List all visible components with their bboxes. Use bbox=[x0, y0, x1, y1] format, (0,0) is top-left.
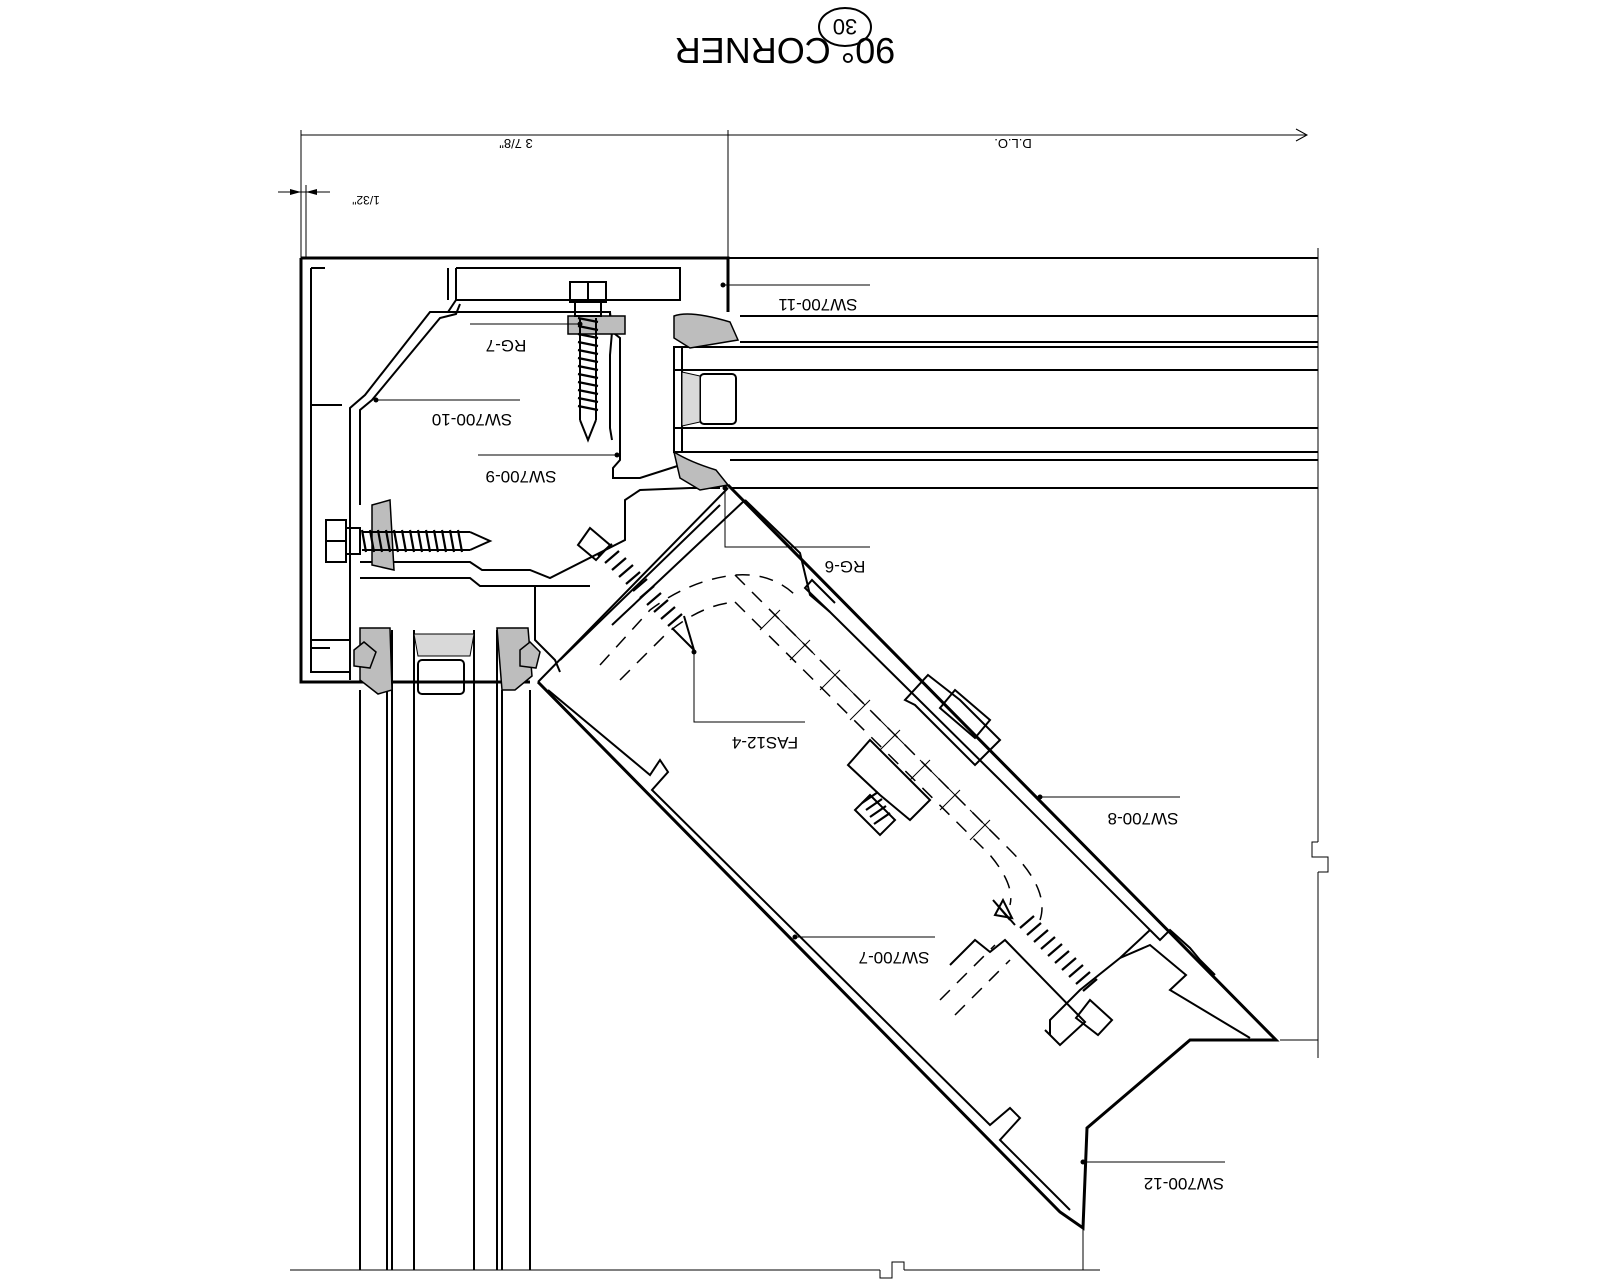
screw-horizontal-left bbox=[325, 519, 493, 563]
detail-number-bubble bbox=[818, 7, 872, 47]
gaskets bbox=[353, 313, 740, 695]
bolt-center bbox=[853, 688, 992, 837]
detail-title: 90° CORNER 30 bbox=[675, 7, 895, 71]
steel-reinforcement bbox=[599, 573, 1043, 1016]
svg-text:3 7/8": 3 7/8" bbox=[499, 136, 533, 151]
callout-sw700-7: SW700-7 bbox=[859, 948, 930, 967]
callout-rg-6: RG-6 bbox=[825, 557, 866, 576]
svg-text:SW700-7: SW700-7 bbox=[859, 948, 930, 967]
svg-text:RG-7: RG-7 bbox=[486, 336, 527, 355]
svg-text:SW700-11: SW700-11 bbox=[778, 295, 857, 314]
svg-text:1/32": 1/32" bbox=[352, 193, 380, 207]
svg-text:FAS12-4: FAS12-4 bbox=[732, 733, 798, 752]
detail-number: 30 bbox=[833, 14, 857, 39]
callout-sw700-12: SW700-12 bbox=[1144, 1174, 1224, 1193]
diagonal-mullion bbox=[536, 483, 1280, 1231]
callout-rg-7: RG-7 bbox=[486, 336, 527, 355]
callout-sw700-11: SW700-11 bbox=[778, 295, 857, 314]
svg-text:RG-6: RG-6 bbox=[825, 557, 866, 576]
glass-unit-vertical bbox=[359, 630, 531, 1270]
glass-unit-horizontal bbox=[673, 257, 1318, 489]
svg-text:SW700-10: SW700-10 bbox=[432, 410, 512, 429]
corner-mullion-frame bbox=[299, 256, 730, 684]
svg-text:D.L.O.: D.L.O. bbox=[994, 136, 1032, 151]
dimension-overall-label: 3 7/8" bbox=[499, 136, 533, 151]
callout-sw700-9: SW700-9 bbox=[486, 467, 557, 486]
callout-sw700-10: SW700-10 bbox=[432, 410, 512, 429]
dimension-lines bbox=[278, 128, 1329, 1279]
callout-fas12-4: FAS12-4 bbox=[732, 733, 798, 752]
dimension-dlo-label: D.L.O. bbox=[994, 136, 1032, 151]
dimension-offset-label: 1/32" bbox=[352, 193, 380, 207]
svg-text:SW700-12: SW700-12 bbox=[1144, 1174, 1224, 1193]
screw-vertical-top bbox=[569, 281, 607, 443]
title-text: 90° CORNER bbox=[675, 30, 895, 71]
callout-leaders bbox=[373, 282, 1225, 1165]
callout-sw700-8: SW700-8 bbox=[1108, 809, 1179, 828]
svg-text:SW700-9: SW700-9 bbox=[486, 467, 557, 486]
screw-lower-diagonal bbox=[992, 897, 1114, 1037]
svg-text:SW700-8: SW700-8 bbox=[1108, 809, 1179, 828]
